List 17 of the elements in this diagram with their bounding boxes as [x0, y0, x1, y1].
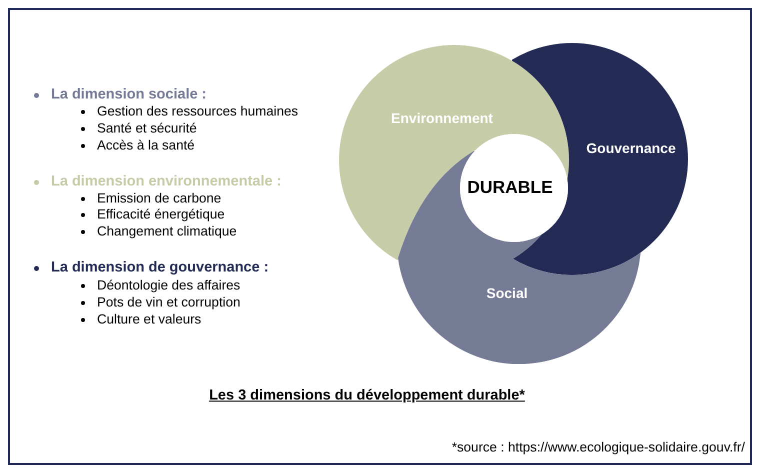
list-item: Culture et valeurs	[97, 311, 202, 327]
list-item: Emission de carbone	[97, 190, 222, 206]
circle-label: Gouvernance	[586, 140, 676, 156]
list-item: Accès à la santé	[97, 137, 195, 153]
list-item: Déontologie des affaires	[97, 277, 240, 293]
section-heading: La dimension sociale :	[51, 86, 207, 104]
circle-label: Social	[486, 284, 528, 302]
list-item: Changement climatique	[97, 223, 237, 239]
caption: Les 3 dimensions du développement durable*	[209, 388, 525, 404]
list-item: Gestion des ressources humaines	[97, 103, 298, 119]
section-heading: La dimension de gouvernance :	[51, 260, 269, 276]
list-item: Santé et sécurité	[97, 120, 197, 136]
list-item: Efficacité énergétique	[97, 206, 225, 222]
circle-label: Environnement	[391, 110, 493, 126]
section-heading: La dimension environnementale :	[51, 174, 282, 190]
list-item: Pots de vin et corruption	[97, 294, 240, 310]
source-note: *source : https://www.ecologique-solidaire.gouv.fr/	[452, 439, 745, 455]
